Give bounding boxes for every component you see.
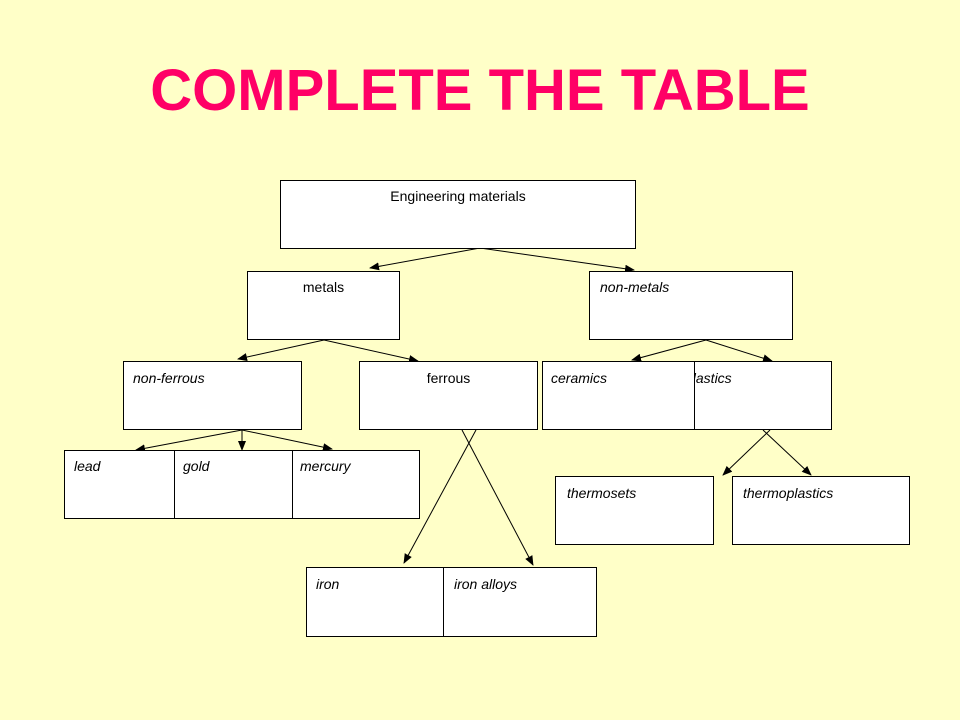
- node-ceramics: ceramics: [542, 361, 695, 430]
- node-mercury: mercury: [292, 450, 420, 519]
- node-engineering-materials: Engineering materials: [280, 180, 636, 249]
- node-thermoplastics: thermoplastics: [732, 476, 910, 545]
- node-lead: lead: [64, 450, 176, 519]
- node-lead-label: lead: [74, 458, 101, 474]
- node-non-ferrous-label: non-ferrous: [133, 370, 205, 386]
- node-iron-alloys-label: iron alloys: [454, 576, 518, 592]
- edge-nonmetals-ceramics: [631, 339, 707, 362]
- node-iron: iron: [306, 567, 445, 637]
- node-metals-label: metals: [302, 279, 345, 295]
- node-gold-label: gold: [183, 458, 210, 474]
- node-iron-label: iron: [316, 576, 340, 592]
- node-ferrous: ferrous: [359, 361, 538, 430]
- edge-nonferrous-lead: [135, 429, 243, 453]
- edge-engineering-nonmetals: [479, 247, 635, 273]
- node-engineering-materials-label: Engineering materials: [390, 188, 526, 204]
- edge-metals-ferrous: [323, 339, 419, 363]
- edge-engineering-metals: [369, 247, 481, 271]
- node-ceramics-label: ceramics: [551, 370, 608, 386]
- node-mercury-label: mercury: [300, 458, 351, 474]
- node-metals: metals: [247, 271, 400, 340]
- node-iron-alloys: iron alloys: [443, 567, 597, 637]
- node-thermosets-label: thermosets: [567, 485, 637, 501]
- edge-nonmetals-plastics: [705, 339, 773, 363]
- node-plastics-label: plastics: [685, 370, 732, 386]
- node-non-metals: non-metals: [589, 271, 793, 340]
- edge-ferrous-ironalloys: [461, 429, 534, 566]
- edge-plastics-thermosets: [722, 429, 771, 476]
- node-thermosets: thermosets: [555, 476, 714, 545]
- edge-nonferrous-mercury: [241, 429, 333, 452]
- node-thermoplastics-label: thermoplastics: [743, 485, 834, 501]
- edge-ferrous-iron: [403, 429, 477, 564]
- node-non-metals-label: non-metals: [600, 279, 670, 295]
- node-gold: gold: [174, 450, 294, 519]
- node-non-ferrous: non-ferrous: [123, 361, 302, 430]
- node-ferrous-label: ferrous: [426, 370, 471, 386]
- edge-metals-nonferrous: [237, 339, 325, 361]
- edge-plastics-thermoplastics: [762, 429, 812, 476]
- page-title: COMPLETE THE TABLE: [150, 58, 810, 123]
